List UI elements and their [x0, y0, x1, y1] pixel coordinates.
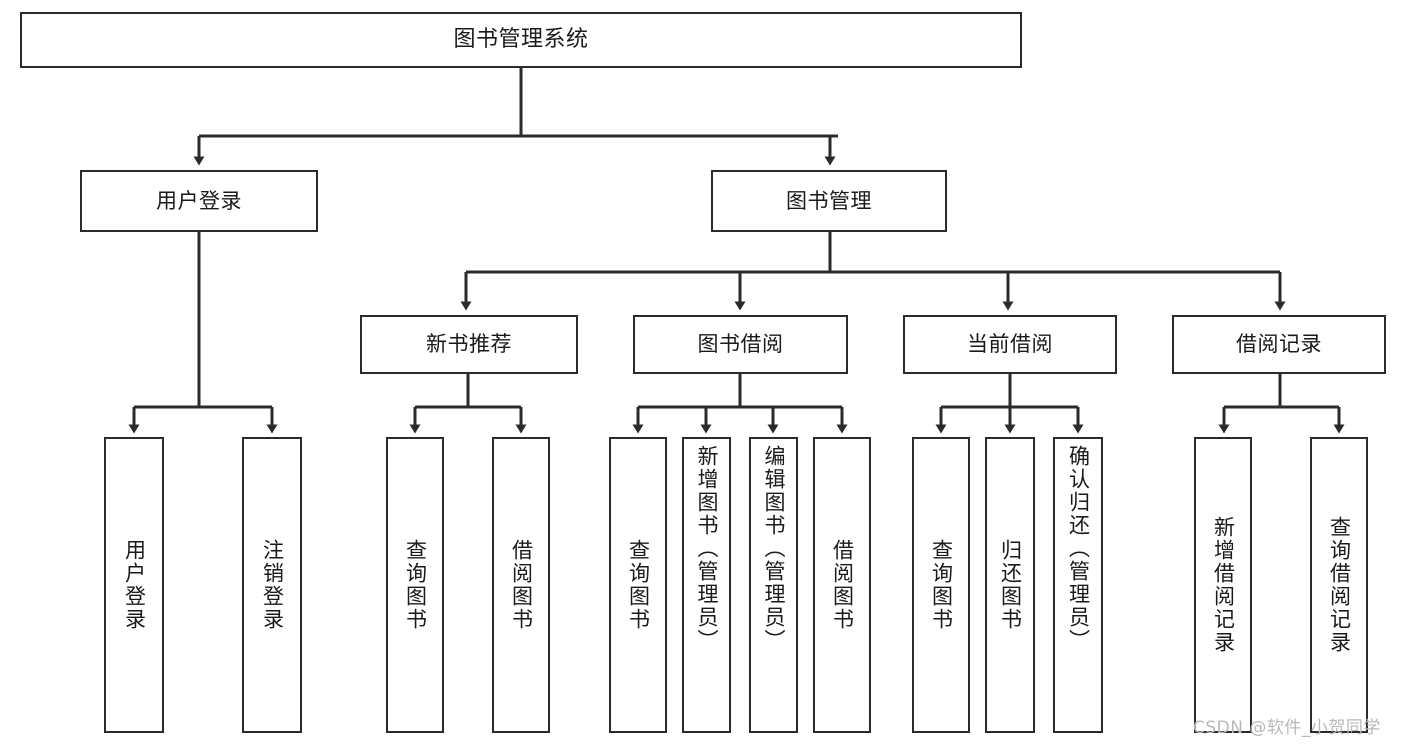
node-label: 用户登录	[122, 539, 147, 631]
leaf-query-book-new-rec[interactable]: 查询图书	[386, 437, 444, 733]
node-label: 图书管理系统	[453, 27, 589, 53]
node-label: 新增图书（管理员）	[695, 445, 719, 652]
leaf-user-logout[interactable]: 注销登录	[242, 437, 302, 733]
leaf-add-borrow-record[interactable]: 新增借阅记录	[1194, 437, 1252, 733]
node-book-manage[interactable]: 图书管理	[711, 170, 947, 232]
node-label: 借阅图书	[509, 539, 534, 631]
node-label: 确认归还（管理员）	[1066, 445, 1091, 652]
node-book-borrow[interactable]: 图书借阅	[633, 315, 848, 374]
node-label: 查询借阅记录	[1327, 516, 1352, 654]
node-user-login[interactable]: 用户登录	[80, 170, 318, 232]
leaf-user-login[interactable]: 用户登录	[104, 437, 164, 733]
node-label: 图书管理	[786, 188, 872, 213]
leaf-borrow-book-new-rec[interactable]: 借阅图书	[492, 437, 550, 733]
leaf-query-book-borrow[interactable]: 查询图书	[609, 437, 667, 733]
node-label: 查询图书	[929, 539, 954, 631]
node-label: 当前借阅	[967, 332, 1053, 357]
node-label: 用户登录	[156, 188, 242, 213]
node-current-borrow[interactable]: 当前借阅	[903, 315, 1117, 374]
leaf-query-borrow-record[interactable]: 查询借阅记录	[1310, 437, 1368, 733]
node-borrow-record[interactable]: 借阅记录	[1172, 315, 1386, 374]
leaf-confirm-return-admin[interactable]: 确认归还（管理员）	[1053, 437, 1103, 733]
leaf-edit-book-admin[interactable]: 编辑图书（管理员）	[749, 437, 798, 733]
leaf-return-book[interactable]: 归还图书	[985, 437, 1035, 733]
node-label: 新增借阅记录	[1211, 516, 1236, 654]
node-new-book-recommend[interactable]: 新书推荐	[360, 315, 578, 374]
node-label: 注销登录	[260, 539, 285, 631]
leaf-add-book-admin[interactable]: 新增图书（管理员）	[682, 437, 731, 733]
node-label: 借阅记录	[1236, 332, 1322, 357]
leaf-borrow-book[interactable]: 借阅图书	[813, 437, 871, 733]
node-label: 查询图书	[626, 539, 651, 631]
node-label: 编辑图书（管理员）	[762, 445, 786, 652]
node-root-book-management-system[interactable]: 图书管理系统	[20, 12, 1022, 68]
node-label: 查询图书	[403, 539, 428, 631]
node-label: 借阅图书	[830, 539, 855, 631]
node-label: 归还图书	[998, 539, 1023, 631]
node-label: 新书推荐	[426, 332, 512, 357]
node-label: 图书借阅	[697, 332, 784, 357]
leaf-query-book-current[interactable]: 查询图书	[912, 437, 970, 733]
